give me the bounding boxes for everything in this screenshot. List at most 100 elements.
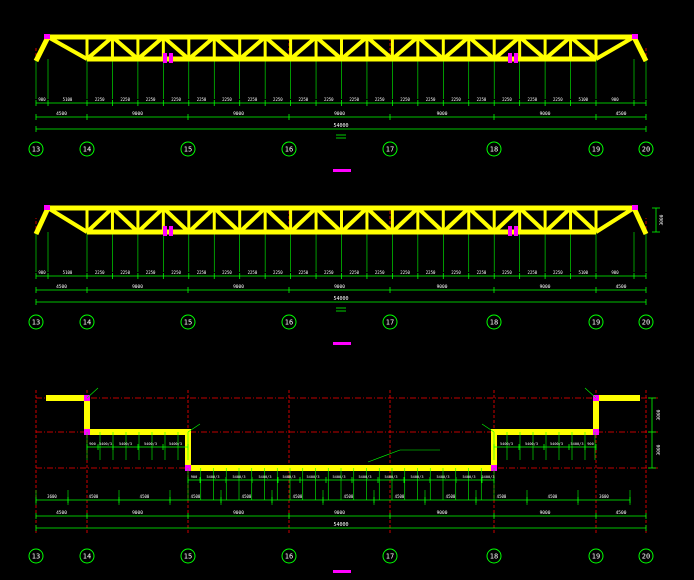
dimension-text: 9000 bbox=[132, 510, 143, 516]
grid-axis-label: 17 bbox=[386, 319, 394, 327]
top-node bbox=[288, 205, 293, 211]
dimension-text: 900 bbox=[38, 270, 46, 275]
dimension-text: 4500 bbox=[56, 284, 67, 290]
dimension-text: 4500 bbox=[242, 494, 252, 499]
web-diagonal bbox=[518, 206, 547, 234]
web-diagonal bbox=[238, 206, 267, 234]
grid-axis-label: 20 bbox=[642, 146, 650, 154]
dimension-text: 9000 bbox=[334, 284, 345, 290]
top-node bbox=[441, 205, 446, 211]
dimension-text: 2250 bbox=[222, 97, 232, 102]
dimension-text: 9000 bbox=[540, 284, 551, 290]
grid-axis-bubble bbox=[79, 314, 95, 330]
dimension-text: 9000 bbox=[437, 510, 448, 516]
dimension-text: 4500 bbox=[344, 494, 354, 499]
support-plate bbox=[44, 205, 50, 210]
top-node bbox=[161, 34, 166, 40]
plan-node bbox=[97, 430, 102, 434]
dimension-text: 2250 bbox=[171, 270, 181, 275]
dimension-text: 2250 bbox=[146, 97, 156, 102]
leader-line bbox=[481, 423, 495, 433]
dimension-text: 9000 bbox=[540, 111, 551, 117]
web-diagonal bbox=[263, 206, 292, 234]
support-plate bbox=[632, 34, 638, 39]
end-post-left bbox=[33, 206, 51, 236]
top-node bbox=[186, 205, 191, 211]
dimension-text: 5400/3 bbox=[233, 475, 246, 479]
dimension-text: 5400/3 bbox=[463, 475, 476, 479]
grid-axis-bubble bbox=[281, 548, 297, 564]
grid-axis-bubble bbox=[638, 141, 654, 157]
dimension-text: 2250 bbox=[349, 97, 359, 102]
leader-line bbox=[187, 423, 201, 433]
top-node bbox=[135, 205, 141, 211]
dimension-text: 5400/3 bbox=[283, 475, 296, 479]
grid-axis-bubble bbox=[180, 548, 196, 564]
gusset-plate bbox=[508, 53, 512, 63]
plan-node bbox=[517, 430, 522, 434]
dimension-text: 5100 bbox=[578, 97, 588, 102]
grid-axis-label: 20 bbox=[642, 319, 650, 327]
top-node bbox=[441, 34, 446, 40]
top-node bbox=[212, 34, 217, 40]
dimension-text: 2250 bbox=[171, 97, 181, 102]
dimension-text: 2250 bbox=[273, 270, 283, 275]
dimension-text: 9000 bbox=[334, 510, 345, 516]
web-diagonal bbox=[391, 35, 420, 61]
top-node bbox=[339, 34, 344, 40]
dimension-text: 4500 bbox=[616, 111, 627, 117]
dimension-text: 900 bbox=[611, 97, 619, 102]
grid-axis-label: 19 bbox=[592, 146, 600, 154]
support-plate bbox=[44, 34, 50, 39]
grid-axis-bubble bbox=[382, 314, 398, 330]
dimension-text: 3600 bbox=[47, 494, 57, 499]
top-node bbox=[313, 34, 319, 40]
plan-node bbox=[581, 430, 586, 434]
dimension-text: 2250 bbox=[400, 270, 410, 275]
dimension-text: 9000 bbox=[233, 111, 244, 117]
dimension-text: 2250 bbox=[451, 270, 461, 275]
dimension-text: 2250 bbox=[120, 270, 130, 275]
dimension-text: 2250 bbox=[197, 270, 207, 275]
top-node bbox=[237, 34, 242, 40]
height-dimension-text: 3000 bbox=[659, 214, 665, 225]
grid-axis-label: 13 bbox=[32, 146, 40, 154]
end-diagonal-left bbox=[47, 35, 88, 61]
dimension-text: 3600 bbox=[599, 494, 609, 499]
grid-axis-bubble bbox=[486, 141, 502, 157]
web-diagonal bbox=[111, 35, 140, 61]
end-post-right bbox=[631, 35, 649, 63]
dimension-text: 2250 bbox=[120, 97, 130, 102]
grid-axis-label: 18 bbox=[490, 319, 498, 327]
dimension-text: 4500 bbox=[446, 494, 456, 499]
web-diagonal bbox=[441, 206, 471, 234]
web-diagonal bbox=[467, 35, 496, 61]
dimension-text: 5400/3 bbox=[333, 475, 346, 479]
dimension-text: 2250 bbox=[95, 270, 105, 275]
plan-node bbox=[135, 430, 140, 434]
top-node bbox=[466, 34, 471, 40]
grid-axis-label: 19 bbox=[592, 319, 600, 327]
dimension-text: 5100 bbox=[63, 97, 73, 102]
dimension-text: 5400/3 bbox=[169, 442, 182, 446]
top-node bbox=[237, 205, 242, 211]
dimension-text: 5400/3 bbox=[500, 442, 513, 446]
dimension-text: 9000 bbox=[334, 111, 345, 117]
top-node bbox=[186, 34, 191, 40]
grid-axis-label: 17 bbox=[386, 553, 394, 561]
web-diagonal bbox=[289, 206, 318, 234]
top-node bbox=[542, 205, 548, 211]
dimension-text: 4500 bbox=[191, 494, 201, 499]
grid-axis-bubble bbox=[28, 314, 44, 330]
top-node bbox=[568, 34, 573, 40]
web-diagonal bbox=[111, 206, 140, 234]
grid-axis-bubble bbox=[79, 548, 95, 564]
grid-axis-label: 19 bbox=[592, 553, 600, 561]
grid-axis-label: 18 bbox=[490, 146, 498, 154]
dimension-text: 4500 bbox=[497, 494, 507, 499]
dimension-text: 2250 bbox=[502, 270, 512, 275]
web-diagonal bbox=[543, 206, 572, 234]
grid-axis-label: 13 bbox=[32, 319, 40, 327]
grid-axis-label: 15 bbox=[184, 146, 192, 154]
